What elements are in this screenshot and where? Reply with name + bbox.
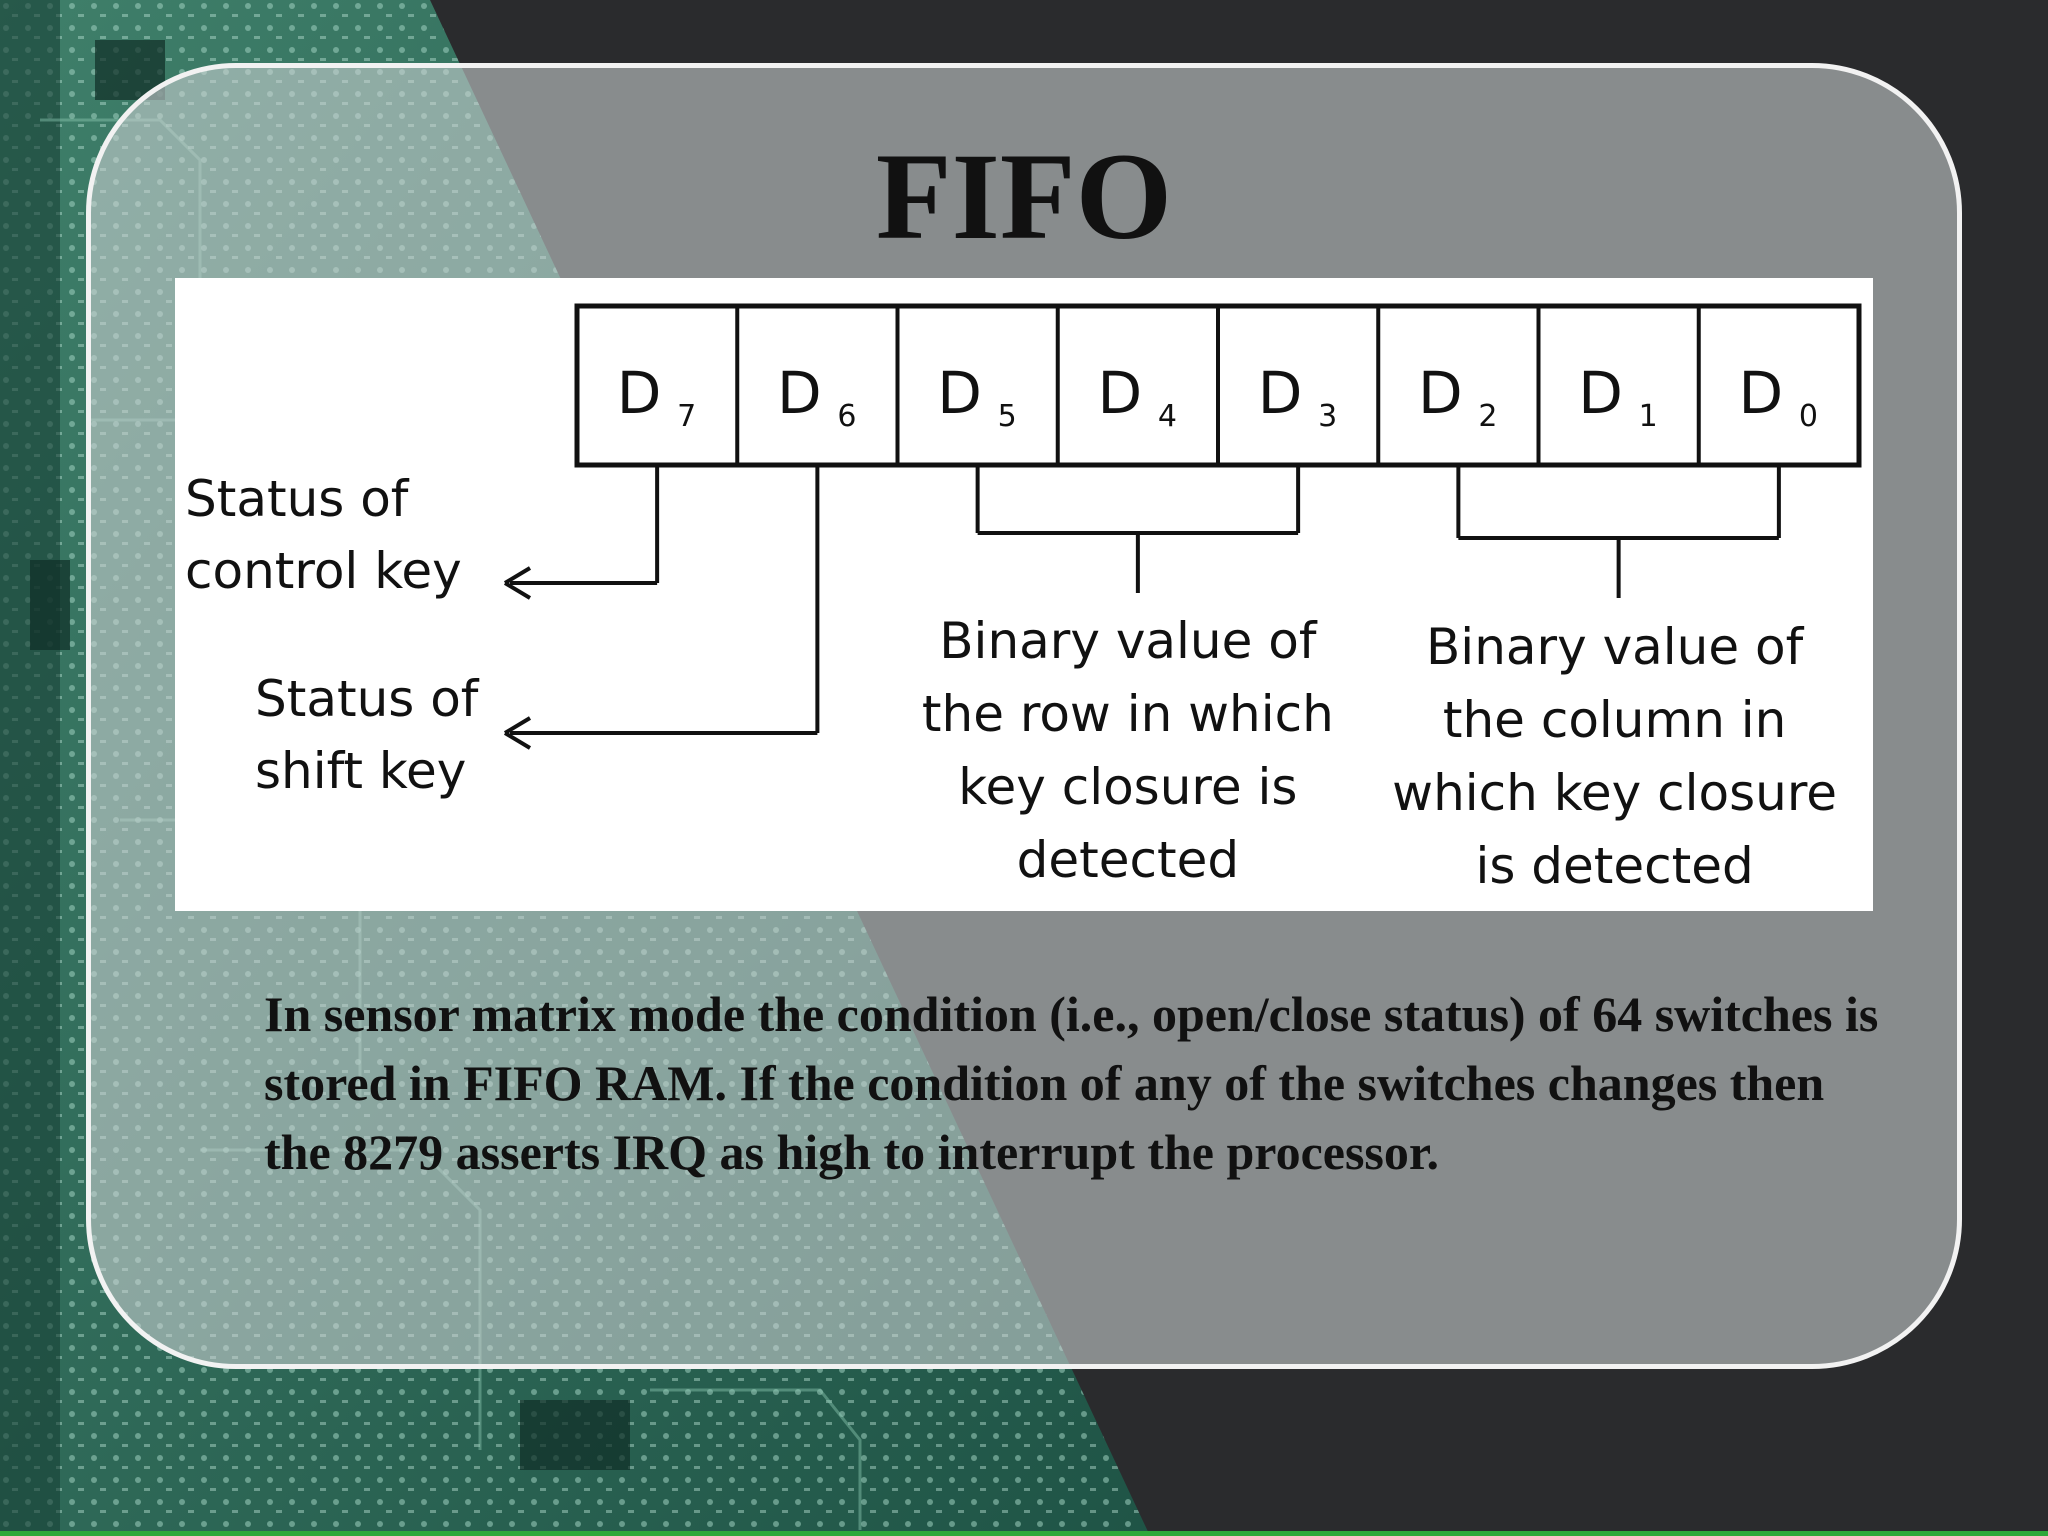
bit-label-d4: D	[1098, 359, 1143, 427]
row-value-label-line: detected	[1017, 831, 1239, 889]
column-value-label-line: Binary value of	[1426, 618, 1805, 676]
bit-subscript-0: 0	[1799, 399, 1818, 434]
row-value-label-line: Binary value of	[939, 612, 1318, 670]
bit-subscript-4: 4	[1158, 399, 1177, 434]
row-value-label-line: the row in which	[922, 685, 1334, 743]
control-key-label-line: control key	[185, 542, 462, 600]
bit-label-d5: D	[937, 359, 982, 427]
shift-key-label-line: Status of	[255, 670, 480, 728]
arrow-left-icon	[503, 716, 532, 750]
accent-line	[0, 1531, 2048, 1536]
row-value-label-line: key closure is	[958, 758, 1297, 816]
bit-label-d1: D	[1578, 359, 1623, 427]
slide-title: FIFO	[875, 128, 1173, 265]
bit-subscript-6: 6	[837, 399, 856, 434]
bit-subscript-7: 7	[677, 399, 696, 434]
control-key-label-line: Status of	[185, 470, 410, 528]
bit-subscript-5: 5	[998, 399, 1017, 434]
bit-subscript-2: 2	[1478, 399, 1497, 434]
column-value-label-line: the column in	[1443, 691, 1786, 749]
bit-label-d6: D	[777, 359, 822, 427]
bit-label-d2: D	[1418, 359, 1463, 427]
slide-body-text: In sensor matrix mode the condition (i.e…	[264, 986, 1879, 1180]
bit-label-d7: D	[617, 359, 662, 427]
bit-label-d3: D	[1258, 359, 1303, 427]
bit-subscript-3: 3	[1318, 399, 1337, 434]
shift-key-label-line: shift key	[255, 742, 466, 800]
bit-label-d0: D	[1739, 359, 1784, 427]
column-value-label-line: is detected	[1475, 837, 1753, 895]
arrow-left-icon	[503, 566, 532, 600]
bit-subscript-1: 1	[1639, 399, 1658, 434]
column-value-label-line: which key closure	[1392, 764, 1837, 822]
